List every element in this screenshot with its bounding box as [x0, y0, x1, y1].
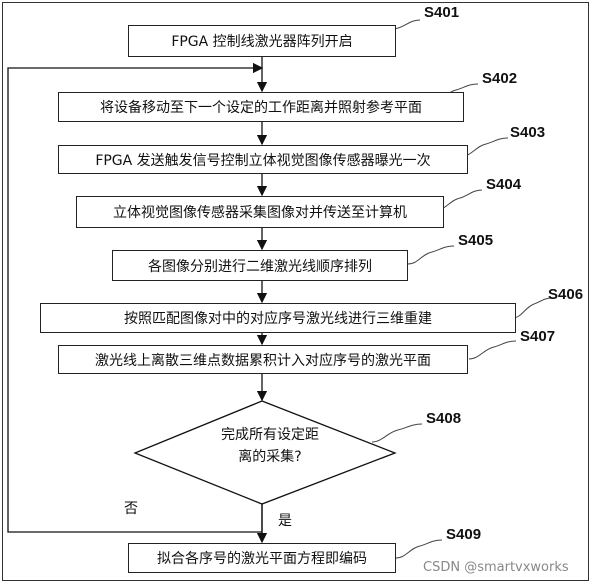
step-box-s403: FPGA 发送触发信号控制立体视觉图像传感器曝光一次 — [58, 145, 468, 174]
outer-frame — [2, 2, 589, 581]
loop-back-line — [7, 62, 264, 533]
branch-no-label: 否 — [124, 501, 138, 517]
callout-s403 — [461, 137, 509, 157]
step-id-s407: S407 — [520, 328, 556, 345]
step-id-s408: S408 — [426, 410, 462, 427]
step-box-s405: 各图像分别进行二维激光线顺序排列 — [112, 250, 408, 281]
step-box-s401: FPGA 控制线激光器阵列开启 — [128, 25, 396, 57]
step-id-s402: S402 — [482, 70, 518, 87]
step-id-s406: S406 — [548, 286, 584, 303]
decision-diamond — [133, 400, 397, 505]
step-id-s409: S409 — [446, 526, 482, 543]
step-id-s401: S401 — [424, 4, 460, 21]
step-box-s407: 激光线上离散三维点数据累积计入对应序号的激光平面 — [58, 345, 468, 374]
callout-s407 — [468, 340, 517, 360]
callout-s409 — [395, 539, 443, 559]
step-box-s404: 立体视觉图像传感器采集图像对并传送至计算机 — [76, 196, 444, 228]
step-id-s405: S405 — [458, 232, 494, 249]
watermark: CSDN @smartvxworks — [423, 560, 569, 575]
branch-yes-label: 是 — [278, 513, 292, 529]
callout-s405 — [407, 245, 455, 265]
step-box-s406: 按照匹配图像对中的对应序号激光线进行三维重建 — [40, 303, 516, 333]
decision-text: 完成所有设定距 离的采集? — [221, 427, 319, 465]
step-box-s409: 拟合各序号的激光平面方程即编码 — [128, 543, 396, 573]
step-box-s402: 将设备移动至下一个设定的工作距离并照射参考平面 — [58, 92, 464, 122]
step-id-s404: S404 — [486, 176, 522, 193]
callout-s408 — [371, 423, 423, 443]
callout-s406 — [511, 297, 553, 319]
step-id-s403: S403 — [510, 124, 546, 141]
